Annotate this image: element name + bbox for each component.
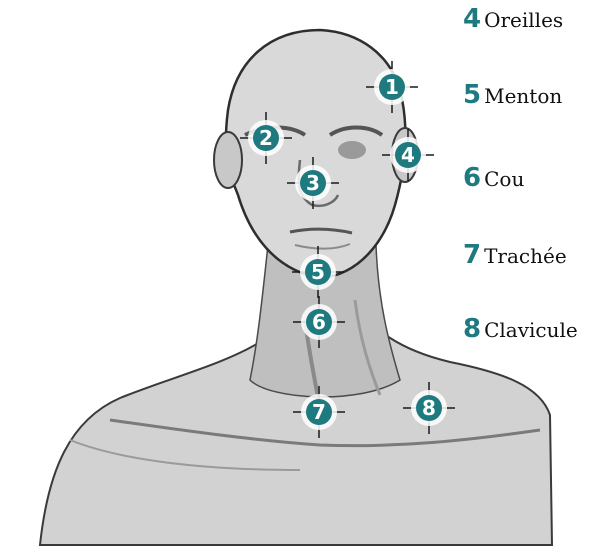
legend-label: Cou: [484, 167, 524, 191]
marker-number: 2: [259, 126, 273, 150]
legend-label: Menton: [484, 84, 562, 108]
legend-item-clavicle: 8 Clavicule: [463, 314, 578, 344]
marker-nose: 3: [287, 157, 339, 209]
legend-label: Clavicule: [484, 318, 578, 342]
marker-skull-top: 1: [366, 61, 418, 113]
marker-number: 5: [311, 260, 325, 284]
marker-number: 7: [312, 400, 326, 424]
legend-number: 8: [463, 314, 481, 344]
legend-number: 7: [463, 240, 481, 270]
marker-clavicle: 8: [403, 382, 455, 434]
legend-item-neck: 6 Cou: [463, 163, 524, 193]
marker-number: 4: [401, 143, 415, 167]
legend-number: 5: [463, 80, 481, 110]
legend-number: 4: [463, 4, 481, 34]
marker-chin: 5: [292, 246, 344, 298]
marker-neck: 6: [293, 296, 345, 348]
legend-item-chin: 5 Menton: [463, 80, 562, 110]
legend-label: Trachée: [484, 244, 567, 268]
marker-number: 3: [306, 171, 320, 195]
marker-trachea: 7: [293, 386, 345, 438]
legend-number: 6: [463, 163, 481, 193]
marker-number: 6: [312, 310, 326, 334]
marker-number: 8: [422, 396, 436, 420]
legend-item-ears: 4 Oreilles: [463, 4, 563, 34]
legend-item-trachea: 7 Trachée: [463, 240, 567, 270]
marker-number: 1: [385, 75, 399, 99]
marker-right-temple: 2: [240, 112, 292, 164]
legend-label: Oreilles: [484, 8, 563, 32]
marker-ear: 4: [382, 129, 434, 181]
